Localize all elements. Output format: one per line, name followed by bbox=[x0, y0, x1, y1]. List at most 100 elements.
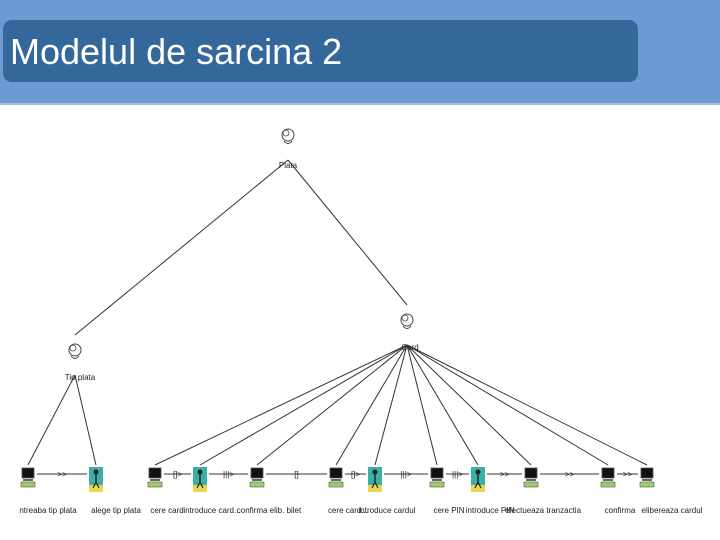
edge-root-left bbox=[74, 159, 289, 336]
edge-right-leaf bbox=[406, 344, 609, 466]
operator-label: [] bbox=[294, 470, 298, 479]
icon-bubble bbox=[282, 129, 290, 137]
operator-label: |||> bbox=[452, 470, 463, 479]
node-label-left: Tip plata bbox=[65, 373, 96, 382]
user-floor-shape bbox=[193, 485, 207, 492]
user-leg-shape bbox=[374, 481, 379, 489]
stand-shape bbox=[331, 479, 341, 481]
monitor-shape bbox=[329, 467, 343, 479]
user-leg-shape bbox=[474, 481, 479, 489]
stand-shape bbox=[150, 479, 160, 481]
operator-label: |||> bbox=[401, 470, 412, 479]
monitor-shape bbox=[148, 467, 162, 479]
user-icon bbox=[368, 467, 382, 492]
edge-right-leaf bbox=[374, 344, 408, 466]
edge-left-leaf bbox=[74, 374, 97, 466]
stand-shape bbox=[432, 479, 442, 481]
stand-shape bbox=[642, 479, 652, 481]
edge-right-leaf bbox=[406, 344, 479, 466]
icon-bubble bbox=[401, 314, 409, 322]
keyboard-shape bbox=[523, 481, 539, 488]
user-icon bbox=[193, 467, 207, 492]
keyboard-shape bbox=[429, 481, 445, 488]
operator-label: |||> bbox=[223, 470, 234, 479]
icon-base bbox=[283, 140, 293, 144]
monitor-shape bbox=[640, 467, 654, 479]
user-leg-shape bbox=[95, 481, 100, 489]
monitor-shape bbox=[250, 467, 264, 479]
operator-label: >> bbox=[623, 470, 633, 479]
monitor-shape bbox=[430, 467, 444, 479]
user-head-shape bbox=[197, 469, 203, 475]
leaf-label: confirma bbox=[605, 506, 636, 515]
leaf-label: ntreaba tip plata bbox=[19, 506, 77, 515]
leaf-label: cere card bbox=[150, 506, 183, 515]
leaf-label: introduce cardul bbox=[359, 506, 416, 515]
stand-shape bbox=[252, 479, 262, 481]
keyboard-shape bbox=[20, 481, 36, 488]
operator-label: >> bbox=[57, 470, 67, 479]
keyboard-shape bbox=[249, 481, 265, 488]
operator-label: >> bbox=[500, 470, 510, 479]
slide-title: Modelul de sarcina 2 bbox=[10, 31, 343, 72]
leaf-label: efectueaza tranzactia bbox=[505, 506, 582, 515]
icon-base bbox=[70, 355, 80, 359]
computer-icon bbox=[147, 467, 163, 488]
operator-label: >> bbox=[565, 470, 575, 479]
icon-bubble bbox=[69, 344, 77, 352]
keyboard-shape bbox=[600, 481, 616, 488]
leaf-label: cere PIN bbox=[433, 506, 464, 515]
stand-shape bbox=[603, 479, 613, 481]
title-bar bbox=[3, 20, 638, 82]
user-leg-shape bbox=[371, 481, 376, 489]
edge-right-leaf bbox=[406, 344, 648, 466]
edge-right-leaf bbox=[335, 344, 408, 466]
edge-root-right bbox=[287, 159, 408, 306]
computer-icon bbox=[429, 467, 445, 488]
monitor-shape bbox=[21, 467, 35, 479]
edge-right-leaf bbox=[154, 344, 408, 466]
monitor-shape bbox=[524, 467, 538, 479]
computer-icon bbox=[328, 467, 344, 488]
diagram-operators: >> []> |||> [] []> |||> |||> >> >> >> bbox=[37, 470, 638, 479]
computer-icon bbox=[249, 467, 265, 488]
keyboard-shape bbox=[328, 481, 344, 488]
user-leg-shape bbox=[199, 481, 204, 489]
edge-right-leaf bbox=[406, 344, 532, 466]
leaf-label: confirma elib. bilet bbox=[237, 506, 302, 515]
computer-icon bbox=[523, 467, 539, 488]
keyboard-shape bbox=[147, 481, 163, 488]
user-floor-shape bbox=[471, 485, 485, 492]
operator-label: []> bbox=[351, 470, 360, 479]
monitor-shape bbox=[601, 467, 615, 479]
abstract-task-icon bbox=[68, 343, 82, 359]
user-icon bbox=[471, 467, 485, 492]
user-head-shape bbox=[93, 469, 99, 475]
user-leg-shape bbox=[92, 481, 97, 489]
user-floor-shape bbox=[89, 485, 103, 492]
computer-icon bbox=[20, 467, 36, 488]
leaf-label: cere card... bbox=[328, 506, 368, 515]
edge-right-leaf bbox=[406, 344, 438, 466]
computer-icon bbox=[600, 467, 616, 488]
edge-right-leaf bbox=[199, 344, 408, 466]
user-icon bbox=[89, 467, 103, 492]
user-head-shape bbox=[372, 469, 378, 475]
user-head-shape bbox=[475, 469, 481, 475]
leaf-label: introduce PIN bbox=[466, 506, 515, 515]
user-leg-shape bbox=[196, 481, 201, 489]
user-floor-shape bbox=[368, 485, 382, 492]
edge-left-leaf bbox=[27, 374, 76, 466]
node-label-root: Plata bbox=[279, 161, 298, 170]
icon-base bbox=[402, 325, 412, 329]
node-label-right: Card bbox=[401, 343, 418, 352]
abstract-task-icon bbox=[400, 313, 414, 329]
stand-shape bbox=[526, 479, 536, 481]
keyboard-shape bbox=[639, 481, 655, 488]
diagram-edges bbox=[27, 159, 648, 466]
operator-label: []> bbox=[173, 470, 182, 479]
leaf-label: introduce card... bbox=[183, 506, 240, 515]
